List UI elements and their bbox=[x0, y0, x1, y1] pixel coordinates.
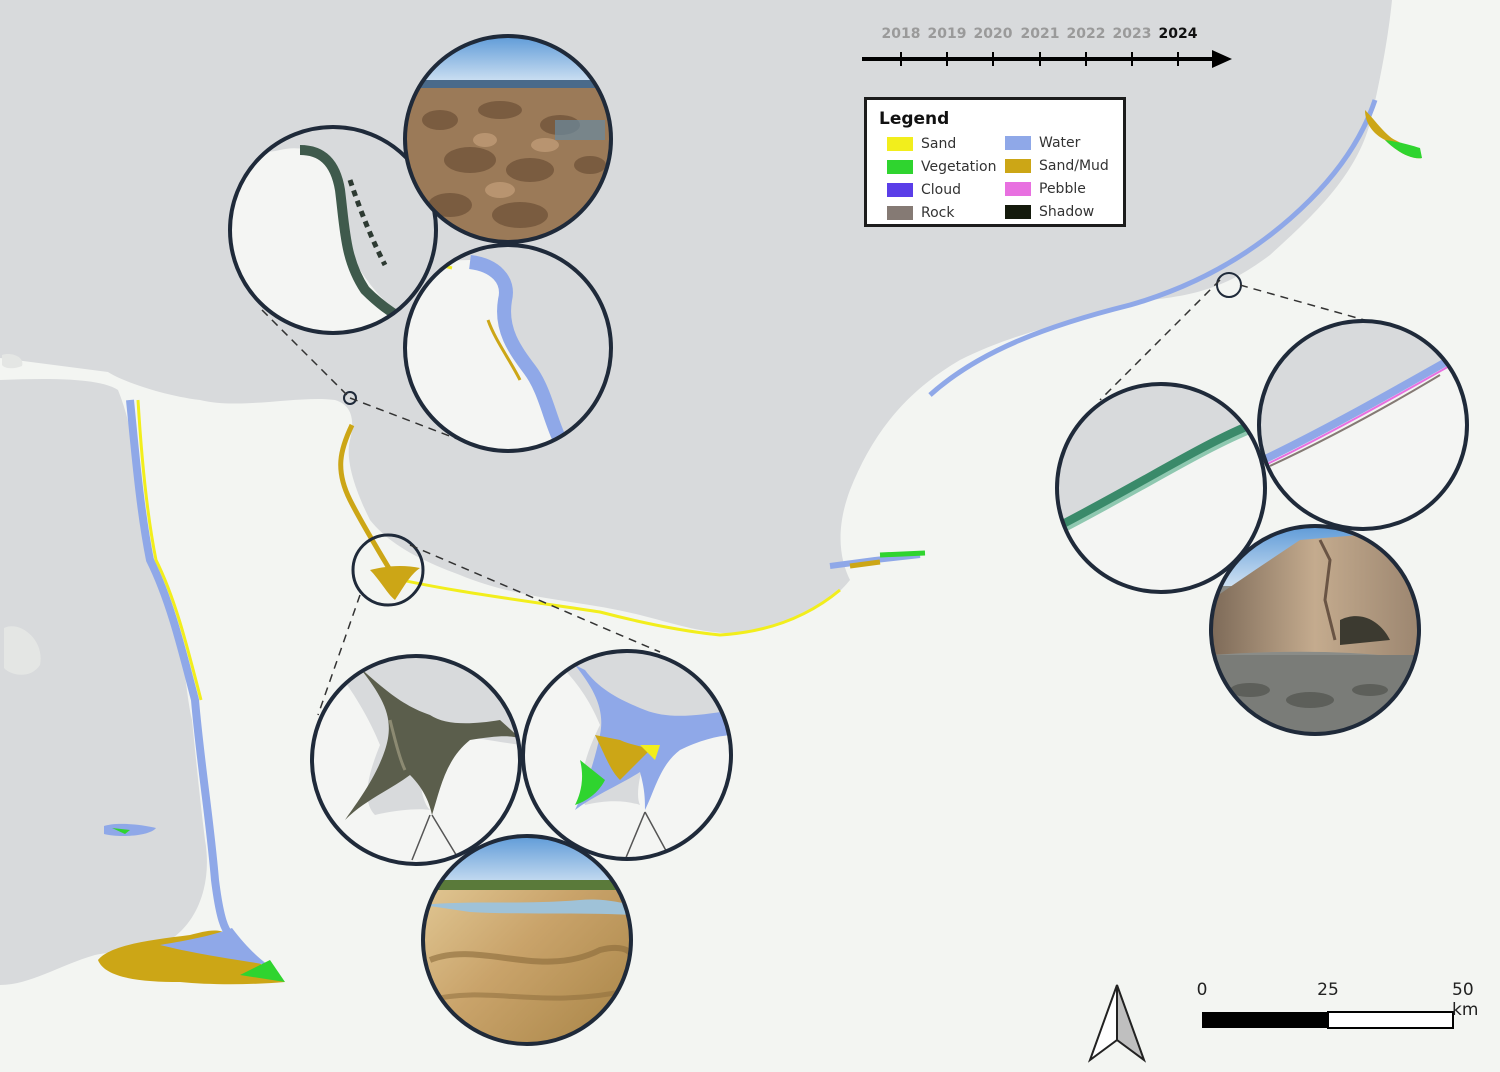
zoom-circle-cliff-classified bbox=[1259, 321, 1467, 529]
legend-item-sand: Sand bbox=[887, 133, 956, 155]
scale-label-50: 50 km bbox=[1452, 980, 1479, 1020]
zoom-circle-outline bbox=[421, 834, 633, 1046]
legend-swatch bbox=[887, 137, 913, 151]
legend-label: Cloud bbox=[921, 182, 961, 198]
seine-estuary bbox=[829, 552, 921, 569]
cotentin-east-coast bbox=[338, 423, 393, 572]
legend-label: Vegetation bbox=[921, 159, 997, 175]
zoom-circle-outline bbox=[228, 125, 438, 335]
photo-rocky-beach bbox=[405, 36, 611, 242]
seine-estuary-mud bbox=[849, 559, 881, 569]
legend-label: Sand bbox=[921, 136, 957, 152]
leader-lines bbox=[261, 279, 1401, 716]
zoom-circle-outline bbox=[1055, 382, 1267, 594]
scale-bar bbox=[1202, 1011, 1454, 1029]
timeline-year: 2020 bbox=[973, 26, 1013, 42]
island-north bbox=[2, 354, 23, 369]
zoom-circle-rocky-classified bbox=[405, 245, 611, 451]
legend-swatch bbox=[887, 160, 913, 174]
legend-label: Pebble bbox=[1039, 181, 1086, 197]
mont-st-michel-water bbox=[160, 928, 268, 965]
locator-vire bbox=[351, 533, 425, 607]
zoom-circle-outline bbox=[1257, 319, 1469, 531]
legend-swatch bbox=[1005, 159, 1031, 173]
chausey-islands bbox=[104, 823, 156, 836]
normandy-north-coast bbox=[379, 573, 841, 637]
legend-label: Water bbox=[1039, 135, 1081, 151]
north-arrow-icon bbox=[1087, 984, 1147, 1063]
timeline-year-active: 2024 bbox=[1158, 26, 1198, 42]
vire-estuary bbox=[370, 565, 420, 600]
legend-item-rock: Rock bbox=[887, 202, 954, 224]
legend-swatch bbox=[887, 183, 913, 197]
zoom-circle-outline bbox=[403, 34, 613, 244]
picardy-coast bbox=[928, 99, 1378, 397]
island-west bbox=[4, 626, 41, 675]
timeline: 2018 2019 2020 2021 2022 2023 2024 bbox=[860, 26, 1240, 76]
legend-swatch bbox=[1005, 205, 1031, 219]
chausey-veg bbox=[112, 828, 130, 834]
legend-label: Rock bbox=[921, 205, 955, 221]
timeline-axis bbox=[862, 50, 1232, 68]
cotentin-west-sand bbox=[136, 399, 203, 701]
zoom-circle-outline bbox=[403, 243, 613, 453]
legend-item-shadow: Shadow bbox=[1005, 201, 1094, 223]
timeline-year: 2018 bbox=[881, 26, 921, 42]
legend-item-vegetation: Vegetation bbox=[887, 156, 997, 178]
legend-item-sand-mud: Sand/Mud bbox=[1005, 155, 1109, 177]
scale-label-25: 25 bbox=[1317, 980, 1339, 1000]
seine-estuary-veg bbox=[879, 550, 926, 558]
zoom-circle-estuary-classified bbox=[523, 651, 731, 859]
atlantic-sea bbox=[0, 379, 207, 985]
zoom-circle-estuary-aerial bbox=[312, 656, 520, 864]
baie-somme-veg bbox=[1385, 140, 1422, 159]
timeline-year: 2022 bbox=[1066, 26, 1106, 42]
legend-title: Legend bbox=[879, 109, 950, 129]
legend-swatch bbox=[1005, 182, 1031, 196]
legend-label: Sand/Mud bbox=[1039, 158, 1109, 174]
cotentin-west-coast bbox=[126, 399, 234, 938]
map-legend: Legend Sand Vegetation Cloud Rock Water … bbox=[864, 97, 1126, 227]
zoom-circle-rocky-aerial bbox=[230, 127, 436, 333]
legend-label: Shadow bbox=[1039, 204, 1095, 220]
timeline-year: 2021 bbox=[1020, 26, 1060, 42]
zoom-circle-cliff-aerial bbox=[1057, 384, 1265, 592]
legend-swatch bbox=[887, 206, 913, 220]
mont-st-michel-veg bbox=[240, 960, 285, 982]
legend-swatch bbox=[1005, 136, 1031, 150]
zoom-circle-outline bbox=[1209, 524, 1421, 736]
locator-north bbox=[343, 391, 357, 405]
timeline-year: 2019 bbox=[927, 26, 967, 42]
photo-sand-flats bbox=[423, 836, 631, 1044]
legend-item-pebble: Pebble bbox=[1005, 178, 1086, 200]
zoom-circle-outline bbox=[310, 654, 522, 866]
legend-item-cloud: Cloud bbox=[887, 179, 961, 201]
legend-item-water: Water bbox=[1005, 132, 1080, 154]
timeline-year: 2023 bbox=[1112, 26, 1152, 42]
scale-label-0: 0 bbox=[1196, 980, 1208, 1000]
zoom-circle-outline bbox=[521, 649, 733, 861]
